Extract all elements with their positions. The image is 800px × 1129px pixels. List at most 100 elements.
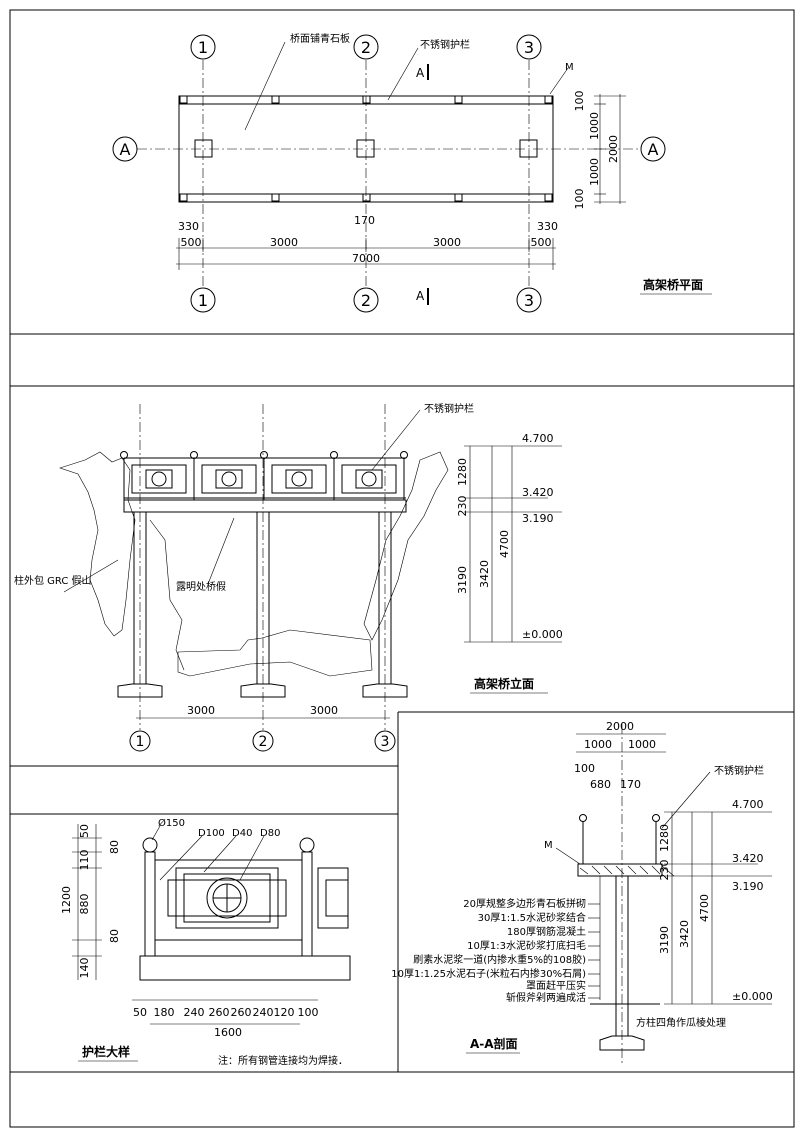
plan-dim-right-2000: 2000: [607, 135, 620, 163]
plan-dim-right-1000a: 1000: [588, 112, 601, 140]
section-dim-3420: 3420: [678, 920, 691, 948]
plan-mark-m: M: [565, 62, 574, 73]
elevation-label-mid: 露明处桥假: [176, 580, 226, 593]
railing-detail: Ø150 D100 D40 D80 50 110 80 1200 880 80 …: [60, 817, 351, 1067]
railing-dim-b50: 50: [133, 1006, 147, 1019]
elevation-dim-3420: 3420: [478, 560, 491, 588]
railing-dim-1200: 1200: [60, 886, 73, 914]
section-layer-4: 10厚1:3水泥砂浆打底扫毛: [467, 939, 586, 952]
plan-axis-a-right: A: [648, 140, 659, 159]
elevation-dim-3000-left: 3000: [187, 704, 215, 717]
section-dim-170: 170: [620, 778, 641, 791]
plan-dim-330-left: 330: [178, 220, 199, 233]
plan-dim-right-100b: 100: [573, 189, 586, 210]
plan-dim-7000: 7000: [352, 252, 380, 265]
section-level-3190: 3.190: [732, 880, 764, 893]
section-layer-7: 罩面赶平压实: [526, 979, 586, 992]
plan-axis-2-top: 2: [361, 38, 371, 57]
elevation-rail-posts: [120, 451, 408, 500]
elevation-dim-1280: 1280: [456, 458, 469, 486]
sheet-frame: [9, 9, 795, 1128]
section-dim-3190: 3190: [658, 926, 671, 954]
section-level-3420: 3.420: [732, 852, 764, 865]
section-dim-4700: 4700: [698, 894, 711, 922]
elevation-dim-4700: 4700: [498, 530, 511, 558]
plan-axis-1-top: 1: [198, 38, 208, 57]
plan-label-railing: 不锈钢护栏: [420, 38, 470, 51]
railing-label-d80: D80: [260, 828, 280, 839]
plan-section-mark-bottom: A: [416, 289, 425, 303]
railing-dim-880: 880: [78, 894, 91, 915]
elevation-dim-230: 230: [456, 496, 469, 517]
railing-label-d40: D40: [232, 828, 252, 839]
railing-dim-b260a: 260: [209, 1006, 230, 1019]
section-view: 2000 1000 1000 100 680 170 不锈钢护栏 M 1280 …: [391, 720, 773, 1064]
elevation-view: 不锈钢护栏 柱外包 GRC 假山 露明处桥假 1280 230 3190 342…: [14, 402, 563, 752]
elevation-rail-panels: [131, 464, 397, 494]
section-dim-680: 680: [590, 778, 611, 791]
plan-axis-3-bottom: 3: [524, 291, 534, 310]
plan-axis-1-bottom: 1: [198, 291, 208, 310]
section-mark-m: M: [544, 840, 553, 851]
section-label-railing: 不锈钢护栏: [714, 764, 764, 777]
elevation-axis-1: 1: [136, 734, 145, 750]
elevation-label-left: 柱外包 GRC 假山: [14, 574, 92, 587]
plan-dim-right-100a: 100: [573, 91, 586, 112]
railing-label-d150: Ø150: [158, 817, 185, 829]
plan-dim-right-1000b: 1000: [588, 158, 601, 186]
plan-section-mark-top: A: [416, 66, 425, 80]
railing-dim-b180: 180: [154, 1006, 175, 1019]
elevation-label-railing: 不锈钢护栏: [424, 402, 474, 415]
section-layer-3: 180厚钢筋混凝土: [507, 925, 586, 938]
section-layer-6: 10厚1:1.25水泥石子(米粒石内掺30%石屑): [391, 967, 586, 980]
elevation-title: 高架桥立面: [474, 676, 534, 691]
railing-dim-b260b: 260: [231, 1006, 252, 1019]
elevation-axis-3: 3: [381, 734, 390, 750]
section-dim-100: 100: [574, 762, 595, 775]
railing-title: 护栏大样: [82, 1044, 130, 1059]
elevation-level-4700: 4.700: [522, 432, 554, 445]
railing-label-d100: D100: [198, 828, 225, 839]
plan-label-paving: 桥面铺青石板: [290, 32, 350, 45]
railing-dim-80b: 80: [108, 929, 121, 943]
railing-dim-b240b: 240: [253, 1006, 274, 1019]
elevation-dim-3190: 3190: [456, 566, 469, 594]
railing-dim-b100: 100: [298, 1006, 319, 1019]
section-level-4700: 4.700: [732, 798, 764, 811]
section-layer-1: 20厚规整多边形青石板拼砌: [463, 897, 586, 910]
railing-dim-50: 50: [78, 824, 91, 838]
section-dim-230: 230: [658, 860, 671, 881]
elevation-dim-3000-right: 3000: [310, 704, 338, 717]
plan-dim-500-right: 500: [531, 236, 552, 249]
plan-axis-2-bottom: 2: [361, 291, 371, 310]
plan-dim-170: 170: [354, 214, 375, 227]
plan-axis-a-left: A: [120, 140, 131, 159]
section-title: A-A剖面: [470, 1036, 518, 1051]
railing-note: 注：所有钢管连接均为焊接．: [218, 1054, 348, 1067]
section-dim-2000: 2000: [606, 720, 634, 733]
plan-dim-3000-right: 3000: [433, 236, 461, 249]
plan-rail-posts: [179, 95, 553, 202]
plan-title: 高架桥平面: [643, 277, 703, 292]
plan-view: 1 2 3 1 2 3 A A: [112, 32, 712, 313]
section-dim-1280: 1280: [658, 824, 671, 852]
section-dim-1000a: 1000: [584, 738, 612, 751]
elevation-level-3420: 3.420: [522, 486, 554, 499]
plan-dim-330-right: 330: [537, 220, 558, 233]
railing-dim-110: 110: [78, 850, 91, 871]
section-dim-1000b: 1000: [628, 738, 656, 751]
section-layer-8: 斩假斧剁两遍成活: [506, 991, 586, 1004]
section-layer-2: 30厚1:1.5水泥砂浆结合: [478, 911, 586, 924]
elevation-level-0: ±0.000: [522, 628, 563, 641]
railing-dim-total: 1600: [214, 1026, 242, 1039]
plan-dim-500-left: 500: [181, 236, 202, 249]
elevation-axis-2: 2: [259, 734, 268, 750]
section-level-0: ±0.000: [732, 990, 773, 1003]
plan-dim-3000-left: 3000: [270, 236, 298, 249]
plan-axis-3-top: 3: [524, 38, 534, 57]
railing-dim-b120: 120: [274, 1006, 295, 1019]
section-layer-5: 刷素水泥浆一道(内掺水重5%的108胶): [413, 953, 586, 966]
elevation-level-3190: 3.190: [522, 512, 554, 525]
section-column-note: 方柱四角作瓜棱处理: [636, 1016, 726, 1029]
